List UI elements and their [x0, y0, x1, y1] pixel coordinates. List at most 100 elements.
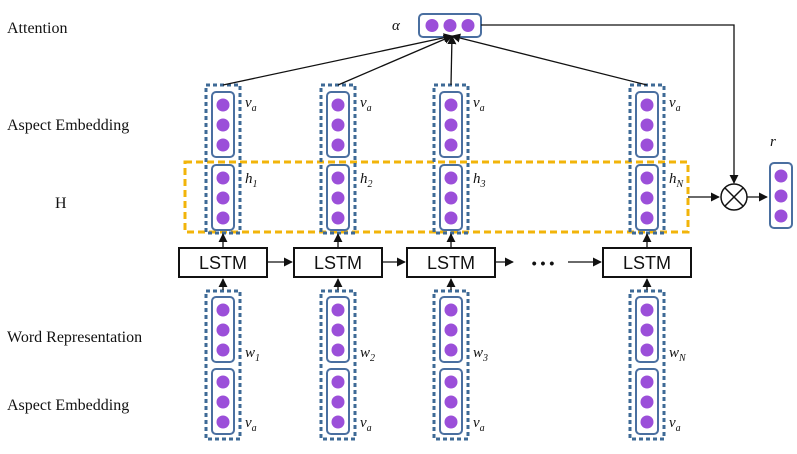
vector-dot [444, 343, 458, 357]
output-vector [769, 162, 793, 229]
vector-dot [216, 171, 230, 185]
aspect-vector-top [635, 91, 659, 158]
alpha-to-combine-arrow [481, 24, 739, 184]
output-dot [774, 189, 788, 203]
row-label-h: H [55, 195, 67, 212]
lstm-cell: LSTM [602, 247, 692, 278]
lstm-box [293, 247, 383, 278]
word-vector [439, 296, 463, 363]
aspect-to-attention-arrow [337, 35, 453, 86]
vector-dot [216, 98, 230, 112]
lstm-box [602, 247, 692, 278]
attention-vector [418, 13, 482, 38]
vector-dot [640, 118, 654, 132]
row-label-attention: Attention [7, 20, 67, 37]
ellipsis: • • • [532, 255, 555, 271]
vector-dot [640, 98, 654, 112]
r-label: r [770, 134, 776, 150]
vector-dot [331, 98, 345, 112]
vector-dot [444, 375, 458, 389]
vector-dot [331, 191, 345, 205]
vector-dot [640, 395, 654, 409]
vector-dot [216, 375, 230, 389]
aspect-vector-top [326, 91, 350, 158]
word-vector [326, 296, 350, 363]
lstm-cell: LSTM [406, 247, 496, 278]
bottom-dashed-group [628, 289, 666, 441]
vector-dot [640, 303, 654, 317]
vector-dot [331, 375, 345, 389]
vector-dot [640, 375, 654, 389]
vector-dot [216, 395, 230, 409]
w-label: w3 [473, 345, 488, 364]
output-dot [774, 169, 788, 183]
bottom-dashed-group [319, 289, 357, 441]
va-label-top: va [360, 95, 372, 114]
h-label: h2 [360, 171, 373, 190]
lstm-cell: LSTM [293, 247, 383, 278]
va-label-bottom: va [245, 415, 257, 434]
va-label-top: va [473, 95, 485, 114]
vector-dot [444, 415, 458, 429]
aspect-to-attention-arrow [222, 33, 453, 86]
vector-dot [331, 118, 345, 132]
attention-dot [461, 19, 475, 32]
vector-dot [640, 415, 654, 429]
vector-dot [216, 323, 230, 337]
row-label-aspect-embedding-top: Aspect Embedding [7, 117, 129, 134]
row-label-word-representation: Word Representation [7, 329, 142, 346]
vector-dot [444, 98, 458, 112]
vector-dot [331, 395, 345, 409]
va-label-top: va [245, 95, 257, 114]
h-label: h3 [473, 171, 486, 190]
lstm-label: LSTM [427, 253, 475, 273]
vector-dot [640, 211, 654, 225]
alpha-label: α [392, 18, 401, 34]
vector-dot [444, 395, 458, 409]
vector-dot [216, 415, 230, 429]
va-label-bottom: va [669, 415, 681, 434]
w-label: wN [669, 345, 687, 364]
vector-dot [640, 138, 654, 152]
w-label: w2 [360, 345, 375, 364]
aspect-vector-bottom [326, 368, 350, 435]
vector-dot [444, 323, 458, 337]
vector-dot [444, 138, 458, 152]
hidden-vector [326, 164, 350, 231]
attention-arrows [222, 33, 648, 86]
vector-dot [444, 303, 458, 317]
hidden-vector [635, 164, 659, 231]
word-vector [635, 296, 659, 363]
aspect-to-attention-arrow [451, 33, 648, 86]
vector-dot [331, 415, 345, 429]
attention-dot [443, 19, 457, 32]
vector-dot [331, 323, 345, 337]
output-dot [774, 209, 788, 223]
va-label-bottom: va [360, 415, 372, 434]
vector-dot [640, 343, 654, 357]
aspect-vector-bottom [211, 368, 235, 435]
vector-dot [331, 138, 345, 152]
vector-dot [331, 303, 345, 317]
lstm-label: LSTM [623, 253, 671, 273]
aspect-vector-bottom [439, 368, 463, 435]
vector-dot [331, 211, 345, 225]
lstm-label: LSTM [199, 253, 247, 273]
vector-dot [216, 138, 230, 152]
aspect-vector-bottom [635, 368, 659, 435]
hidden-vector [211, 164, 235, 231]
word-vector [211, 296, 235, 363]
hidden-states-group [183, 160, 690, 234]
vector-dot [331, 343, 345, 357]
vector-dot [216, 118, 230, 132]
vector-dot [640, 323, 654, 337]
lstm-cell: LSTM [178, 247, 268, 278]
vector-dot [216, 191, 230, 205]
aspect-to-attention-arrow [447, 35, 457, 86]
attention-dot [425, 19, 439, 32]
vector-dot [216, 303, 230, 317]
